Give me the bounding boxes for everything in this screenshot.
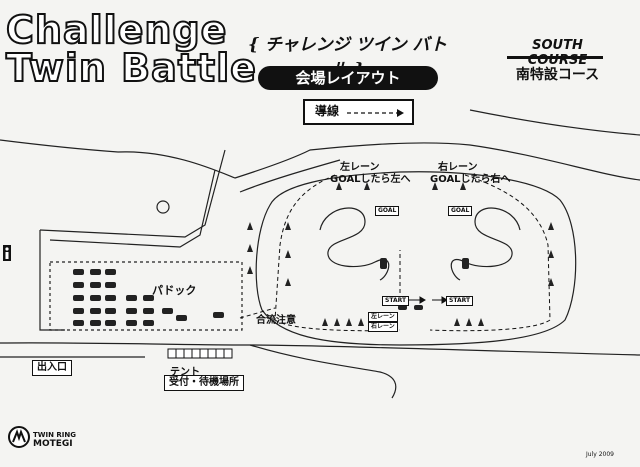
reception-label: 受付・待機場所	[164, 375, 244, 391]
logo-line2: MOTEGI	[33, 439, 73, 449]
title-twin-battle: Twin Battle	[5, 46, 257, 90]
issue-date: July 2009	[586, 451, 614, 458]
restroom-icon	[3, 245, 11, 261]
left-lane-label: 左レーン	[340, 162, 380, 173]
twin-ring-logo-icon	[8, 426, 30, 448]
course-name-jp: 南特設コース	[515, 67, 600, 83]
route-legend-label: 導線	[315, 104, 340, 118]
left-start-tag: START	[382, 296, 410, 306]
title-challenge: Challenge	[5, 8, 228, 52]
logo-line1: TWIN RING	[33, 431, 76, 439]
tent-label: テント	[170, 367, 200, 378]
right-start-tag: START	[446, 296, 474, 306]
paddock-label: パドック	[152, 284, 197, 297]
right-goal-instruction: GOALしたら右へ	[430, 174, 511, 185]
left-goal-instruction: GOALしたら左へ	[330, 174, 411, 185]
right-goal-tag: GOAL	[448, 206, 473, 216]
merge-caution-label: 合流注意	[256, 315, 296, 326]
venue-layout-label: 会場レイアウト	[258, 66, 438, 90]
entrance-label: 出入口	[32, 360, 72, 376]
right-lane-tag: 右レーン	[368, 322, 398, 332]
right-lane-label: 右レーン	[438, 162, 478, 173]
left-goal-tag: GOAL	[375, 206, 400, 216]
course-underline	[507, 56, 603, 59]
route-legend-arrow-icon	[347, 109, 404, 117]
left-lane-tag: 左レーン	[368, 312, 398, 322]
route-legend: 導線	[303, 99, 414, 125]
